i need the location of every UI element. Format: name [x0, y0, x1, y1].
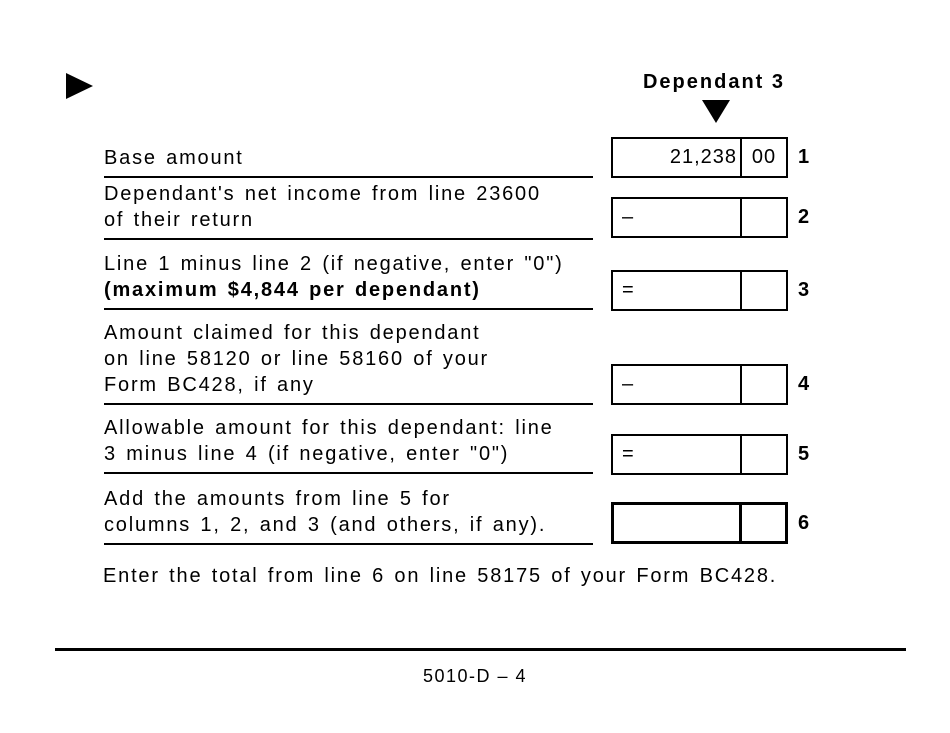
row-label-line: Line 1 minus line 2 (if negative, enter … — [104, 253, 564, 275]
row-label-line: Dependant's net income from line 23600 — [104, 183, 541, 205]
cents-field-6[interactable] — [742, 505, 785, 541]
dollars-field-4[interactable]: – — [613, 366, 742, 403]
row-label-4: Amount claimed for this dependant on lin… — [104, 320, 593, 405]
minus-operator: – — [622, 206, 635, 228]
cents-field-4[interactable] — [742, 366, 786, 403]
row-label-line: on line 58120 or line 58160 of your — [104, 348, 490, 370]
amount-box-2: – — [611, 197, 788, 238]
cents-value: 00 — [751, 146, 777, 168]
line-number-1: 1 — [798, 146, 810, 168]
row-label-line: Add the amounts from line 5 for — [104, 488, 451, 510]
row-label-line: Base amount — [104, 147, 244, 169]
footer-divider — [55, 648, 906, 651]
cents-field-5[interactable] — [742, 436, 786, 473]
line-number-6: 6 — [798, 512, 810, 534]
row-label-6: Add the amounts from line 5 for columns … — [104, 486, 593, 545]
line-number-3: 3 — [798, 279, 810, 301]
row-label-2: Dependant's net income from line 23600 o… — [104, 181, 593, 240]
amount-box-5: = — [611, 434, 788, 475]
line-number-2: 2 — [798, 206, 810, 228]
dollars-value: 21,238 — [669, 146, 737, 168]
row-label-line: columns 1, 2, and 3 (and others, if any)… — [104, 514, 547, 536]
equals-operator: = — [622, 279, 635, 301]
line-number-4: 4 — [798, 373, 810, 395]
row-label-line: Allowable amount for this dependant: lin… — [104, 417, 554, 439]
page-number: 5010-D – 4 — [422, 666, 528, 686]
row-label-line: Amount claimed for this dependant — [104, 322, 481, 344]
total-instruction-text: Enter the total from line 6 on line 5817… — [103, 565, 778, 587]
dollars-field-3[interactable]: = — [613, 272, 742, 309]
row-label-5: Allowable amount for this dependant: lin… — [104, 415, 593, 474]
dollars-field-6[interactable] — [614, 505, 742, 541]
cents-field-2[interactable] — [742, 199, 786, 236]
row-label-line: 3 minus line 4 (if negative, enter "0") — [104, 443, 510, 465]
row-label-line: Form BC428, if any — [104, 374, 315, 396]
cents-field-1[interactable]: 00 — [742, 139, 786, 176]
dollars-field-1[interactable]: 21,238 — [613, 139, 742, 176]
equals-operator: = — [622, 443, 635, 465]
minus-operator: – — [622, 373, 635, 395]
row-label-3: Line 1 minus line 2 (if negative, enter … — [104, 251, 593, 310]
amount-box-6-total — [611, 502, 788, 544]
amount-box-4: – — [611, 364, 788, 405]
dollars-field-2[interactable]: – — [613, 199, 742, 236]
line-number-5: 5 — [798, 443, 810, 465]
column-pointer-icon — [702, 100, 730, 123]
row-label-line-bold: (maximum $4,844 per dependant) — [104, 279, 481, 301]
amount-box-3: = — [611, 270, 788, 311]
dollars-field-5[interactable]: = — [613, 436, 742, 473]
column-header: Dependant 3 — [642, 71, 786, 93]
amount-box-1: 21,238 00 — [611, 137, 788, 178]
row-label-line: of their return — [104, 209, 254, 231]
row-label-1: Base amount — [104, 145, 593, 178]
section-start-arrow-icon — [66, 73, 93, 99]
cents-field-3[interactable] — [742, 272, 786, 309]
